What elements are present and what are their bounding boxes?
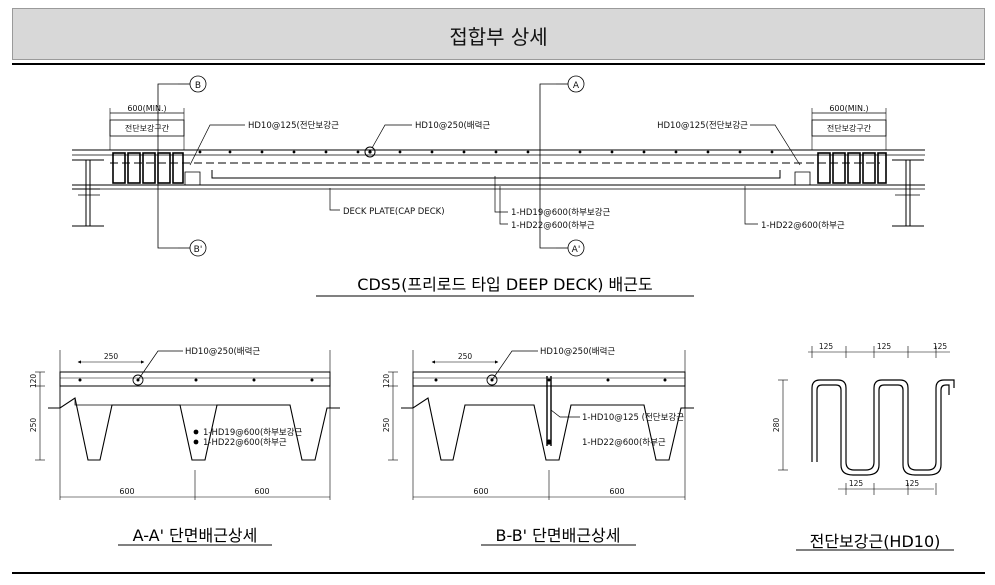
section-b-labels: HD10@250(배력근 250 120 250 1-HD10@125 (전단보…: [382, 346, 684, 545]
b-caption: B-B' 단면배근상세: [496, 526, 621, 545]
b-label-hd22: 1-HD22@600(하부근: [582, 437, 666, 448]
label-hd10-125-right: HD10@125(전단보강근: [657, 120, 748, 131]
a-label-hd19: 1-HD19@600(하부보강근: [203, 427, 303, 438]
b-dim-250-top: 250: [458, 352, 473, 361]
b-label-hd10-250: HD10@250(배력근: [540, 346, 615, 357]
section-a-dots: [78, 378, 314, 445]
label-deck-plate: DECK PLATE(CAP DECK): [343, 207, 445, 217]
stirrup-dim-125-2: 125: [877, 342, 892, 351]
stirrup-caption: 전단보강근(HD10): [810, 532, 941, 551]
b-dim-120: 120: [382, 374, 391, 389]
a-caption: A-A' 단면배근상세: [133, 526, 258, 545]
left-zone-label: 전단보강구간: [125, 123, 170, 133]
label-hd22-mid: 1-HD22@600(하부근: [511, 220, 595, 231]
section-cut-b: [157, 75, 207, 257]
b-dim-250-side: 250: [382, 418, 391, 433]
a-dim-120: 120: [29, 374, 38, 389]
section-b-dots: [434, 378, 667, 445]
b-label-hd10-125: 1-HD10@125 (전단보강근: [582, 412, 684, 423]
stirrup-dim-125-3: 125: [933, 342, 948, 351]
section-b-view: [388, 350, 694, 546]
left-min-dim: 600(MIN.): [127, 104, 166, 113]
bottom-bar: [211, 170, 781, 179]
a-dim-250-top: 250: [104, 352, 119, 361]
section-cut-a: [539, 75, 585, 257]
elevation-labels: B B' A A' 600(MIN.) 600(MIN.) 전단보강구간 전단보…: [125, 81, 872, 294]
elevation-caption: CDS5(프리로드 타입 DEEP DECK) 배근도: [357, 275, 652, 294]
stirrup-dim-125-1: 125: [819, 342, 834, 351]
right-min-dim: 600(MIN.): [829, 104, 868, 113]
top-rebar-dots: [198, 150, 774, 154]
bottom-rule: [12, 572, 985, 574]
marker-a-prime: A': [572, 245, 581, 255]
stirrup-detail-view: [778, 346, 955, 551]
a-dim-250-side: 250: [29, 418, 38, 433]
slab-b-topping: [412, 371, 686, 387]
right-steel-beam: [892, 159, 924, 227]
top-rule: [12, 63, 985, 65]
title-bar: 접합부 상세: [12, 8, 985, 60]
elevation-view: [72, 75, 925, 297]
page-title: 접합부 상세: [449, 25, 548, 49]
stirrup-dim-125-5: 125: [905, 479, 920, 488]
section-a-labels: HD10@250(배력근 250 120 250 1-HD19@600(하부보강…: [29, 346, 303, 545]
b-dim-600-right: 600: [609, 487, 624, 496]
a-label-hd10-250: HD10@250(배력근: [185, 346, 260, 357]
stirrup-labels: 125 125 125 125 125 280 전단보강근(HD10): [772, 342, 947, 551]
right-zone-label: 전단보강구간: [827, 123, 872, 133]
right-stirrups: [817, 152, 887, 184]
left-steel-beam: [72, 159, 104, 227]
stirrup-dim-125-4: 125: [849, 479, 864, 488]
stirrup-dim-280: 280: [772, 418, 781, 433]
marker-a: A: [573, 81, 580, 91]
a-label-hd22: 1-HD22@600(하부근: [203, 437, 287, 448]
a-dim-600-left: 600: [119, 487, 134, 496]
marker-b-prime: B': [194, 245, 203, 255]
a-dim-600-right: 600: [254, 487, 269, 496]
label-hd10-125-left: HD10@125(전단보강근: [248, 120, 339, 131]
b-dim-600-left: 600: [473, 487, 488, 496]
deck-profile-a: [48, 397, 340, 461]
stirrup-inner: [816, 384, 950, 476]
left-stirrups: [112, 152, 184, 184]
label-hd22-right: 1-HD22@600(하부근: [761, 220, 845, 231]
marker-b: B: [195, 81, 201, 91]
stirrup-outer: [811, 379, 955, 471]
deck-profile-b: [401, 397, 694, 461]
label-hd10-250: HD10@250(배력근: [415, 120, 490, 131]
section-a-view: [35, 350, 340, 546]
slab-a-topping: [59, 371, 331, 387]
label-hd19: 1-HD19@600(하부보강근: [511, 207, 611, 218]
